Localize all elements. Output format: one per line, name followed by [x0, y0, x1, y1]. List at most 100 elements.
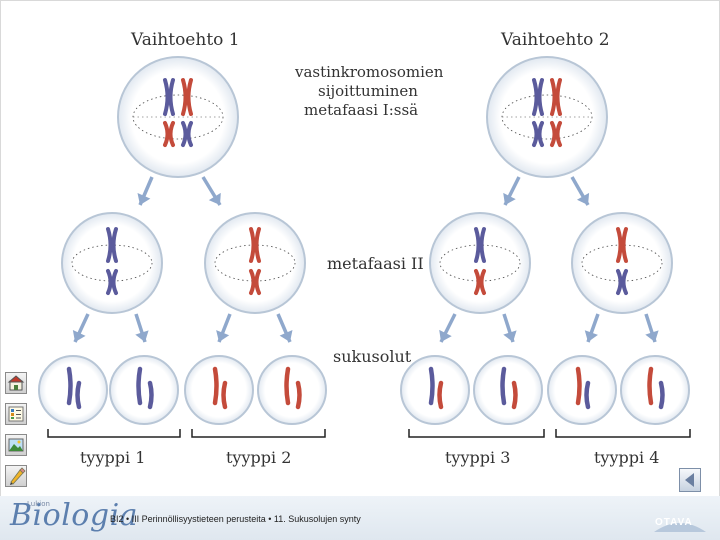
- chromosome: [532, 121, 544, 147]
- arrow: [134, 313, 149, 343]
- metaphase1-label-line2: sijoittuminen: [318, 82, 418, 100]
- chromatid: [254, 227, 261, 263]
- chromosome: [500, 366, 507, 406]
- arrow: [644, 313, 659, 343]
- arrowhead: [208, 192, 221, 205]
- image-icon: [8, 438, 24, 452]
- type2-label: tyyppi 2: [226, 448, 292, 467]
- pencil-button[interactable]: [5, 465, 27, 487]
- gamete-cell: [400, 355, 470, 425]
- arrowhead: [503, 192, 516, 205]
- image-button[interactable]: [5, 434, 27, 456]
- chromosome: [147, 380, 154, 410]
- chromatid: [106, 227, 113, 263]
- arrowhead: [135, 330, 149, 342]
- logo-prefix: Lukion: [27, 500, 50, 508]
- chromosome: [658, 380, 665, 410]
- chromatid: [106, 269, 113, 295]
- arrowhead: [216, 330, 230, 342]
- home-button[interactable]: [5, 372, 27, 394]
- arrow: [439, 313, 457, 343]
- spindle: [581, 244, 663, 282]
- option1-label: Vaihtoehto 1: [131, 30, 240, 50]
- chromatid: [616, 227, 623, 263]
- metaphase2-cell: [61, 212, 163, 314]
- gamete-cell: [109, 355, 179, 425]
- gametes-label: sukusolut: [333, 347, 412, 366]
- home-icon: [7, 375, 25, 391]
- chromatid: [181, 78, 188, 116]
- chromatid: [111, 227, 118, 263]
- chromosome: [249, 269, 261, 295]
- arrowhead: [503, 330, 517, 342]
- chromatid: [537, 78, 544, 116]
- chromatid: [621, 269, 628, 295]
- arrowhead: [576, 192, 590, 205]
- pencil-icon: [10, 467, 26, 485]
- chromatid: [616, 269, 623, 295]
- chromosome: [575, 366, 582, 406]
- arrowhead: [137, 193, 151, 205]
- chromatid: [550, 121, 557, 147]
- metaphase2-cell: [429, 212, 531, 314]
- type3-label: tyyppi 3: [445, 448, 511, 467]
- chromosome: [616, 269, 628, 295]
- meiosis-diagram: [38, 56, 691, 438]
- metaphase2-label: metafaasi II: [327, 254, 424, 273]
- chromatid: [479, 269, 486, 295]
- chromatid: [254, 269, 261, 295]
- arrow: [137, 176, 154, 206]
- spindle: [71, 244, 153, 282]
- chromosome: [474, 227, 486, 263]
- chromatid: [186, 78, 193, 116]
- footer-caption: BI2 • III Perinnöllisyystieteen perustei…: [110, 514, 361, 524]
- arrow: [503, 176, 521, 206]
- back-button[interactable]: [679, 468, 701, 492]
- chromatid: [537, 121, 544, 147]
- list-icon: [8, 406, 24, 422]
- chromosome: [584, 380, 591, 410]
- metaphase2-cell: [571, 212, 673, 314]
- footer-bar: [0, 496, 720, 540]
- chromatid: [474, 269, 481, 295]
- chromosome: [106, 227, 118, 263]
- chromatid: [186, 121, 193, 147]
- publisher-logo: OTAVA: [655, 517, 693, 528]
- triangle-left-icon: [685, 473, 694, 487]
- chromatid: [111, 269, 118, 295]
- chromosome: [550, 78, 562, 116]
- arrow: [216, 313, 232, 343]
- list-button[interactable]: [5, 403, 27, 425]
- chromosome: [181, 78, 193, 116]
- spindle: [439, 244, 521, 282]
- option2-label: Vaihtoehto 2: [501, 30, 610, 50]
- chromosome: [221, 380, 228, 410]
- gamete-cell: [38, 355, 108, 425]
- chromatid: [621, 227, 628, 263]
- chromosome: [181, 121, 193, 147]
- chromosome: [428, 366, 435, 406]
- gamete-cell: [184, 355, 254, 425]
- bracket: [555, 429, 691, 438]
- chromatid: [249, 269, 256, 295]
- chromosome: [284, 366, 291, 406]
- chromatid: [479, 227, 486, 263]
- chromosome: [249, 227, 261, 263]
- chromosome: [163, 78, 175, 116]
- chromosome: [106, 269, 118, 295]
- arrow: [201, 176, 222, 206]
- chromatid: [555, 121, 562, 147]
- chromosome: [437, 380, 444, 410]
- chromatid: [474, 227, 481, 263]
- gamete-cell: [473, 355, 543, 425]
- arrowhead: [72, 329, 86, 342]
- arrowhead: [584, 330, 598, 342]
- chromatid: [168, 78, 175, 116]
- chromosome: [66, 366, 73, 406]
- chromatid: [163, 78, 170, 116]
- chromosome: [550, 121, 562, 147]
- chromosome: [163, 121, 175, 147]
- metaphase1-label-line3: metafaasi I:ssä: [304, 101, 419, 119]
- chromosome: [212, 366, 219, 406]
- chromosome: [511, 380, 518, 410]
